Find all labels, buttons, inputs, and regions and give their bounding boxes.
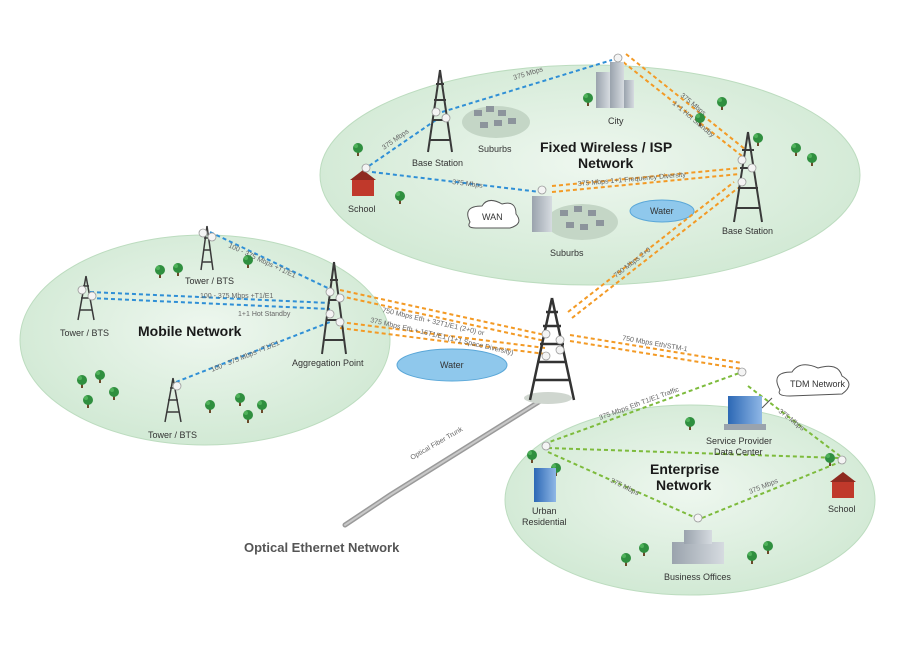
link-school-to-suburbs [371, 171, 541, 193]
water-right [629, 199, 695, 223]
aggregation-point-tower [321, 261, 347, 355]
label-tower-bts-bottom: Tower / BTS [148, 430, 197, 440]
link-label-l3: 375 Mbps [452, 179, 484, 190]
label-tdm-network: TDM Network [790, 379, 846, 389]
label-water-right: Water [650, 206, 674, 216]
label-tower-bts-left: Tower / BTS [60, 328, 109, 338]
link-base-to-school [365, 119, 437, 169]
title-fixed-line1: Fixed Wireless / ISP [540, 139, 672, 155]
base-station-left-tower [427, 69, 453, 153]
label-urban-line1: Urban [532, 506, 557, 516]
label-urban-line2: Residential [522, 517, 567, 527]
label-sp-line1: Service Provider [706, 436, 772, 446]
blue-links [89, 59, 613, 383]
tower-bts-top [198, 225, 217, 271]
title-enterprise-line1: Enterprise [650, 461, 719, 477]
enterprise-network-island [504, 404, 876, 596]
suburbs-building [532, 185, 552, 232]
label-water-left: Water [440, 360, 464, 370]
title-mobile-network: Mobile Network [138, 323, 242, 339]
label-school-top: School [348, 204, 376, 214]
urban-residential-building [534, 441, 556, 502]
network-titles: Mobile Network Fixed Wireless / ISP Netw… [138, 139, 719, 555]
tdm-network-cloud [761, 364, 850, 409]
label-wan: WAN [482, 212, 503, 222]
tower-bts-bottom [164, 377, 182, 423]
label-suburbs-top: Suburbs [478, 144, 512, 154]
label-city: City [608, 116, 624, 126]
water-left [396, 348, 508, 382]
school-top-building [350, 163, 376, 196]
city-buildings [596, 53, 634, 108]
suburbs-top-houses [462, 106, 530, 138]
link-base-to-city [441, 59, 613, 113]
label-business-offices: Business Offices [664, 572, 731, 582]
link-label-l11: 750 Mbps Eth/STM-1 [622, 335, 688, 353]
label-tower-bts-top: Tower / BTS [185, 276, 234, 286]
suburbs-bottom-houses [546, 204, 618, 240]
label-aggregation-point: Aggregation Point [292, 358, 364, 368]
link-label-l8b: 1+1 Hot Standby [238, 311, 291, 318]
link-label-l8a: 100 - 375 Mbps +T1/E1 [200, 293, 273, 300]
school-right-building [830, 455, 856, 498]
orange-links [339, 53, 747, 370]
label-base-station-left: Base Station [412, 158, 463, 168]
business-offices-building [672, 513, 724, 564]
link-tower-left-to-agg-a [89, 291, 331, 304]
link-tower-top-to-agg [209, 231, 333, 291]
fixed-wireless-island [319, 64, 861, 286]
label-school-right: School [828, 504, 856, 514]
central-hub-tower [524, 297, 576, 404]
tower-bts-left [77, 275, 97, 321]
title-fixed-line2: Network [578, 155, 633, 171]
sp-data-center-building [724, 367, 766, 430]
node-labels: Tower / BTS Tower / BTS Tower / BTS Aggr… [60, 116, 856, 582]
label-base-station-right: Base Station [722, 226, 773, 236]
title-enterprise-line2: Network [656, 477, 711, 493]
green-links [543, 371, 841, 519]
title-optical-ethernet: Optical Ethernet Network [244, 540, 400, 555]
label-sp-line2: Data Center [714, 447, 763, 457]
base-station-right-tower [733, 131, 763, 223]
link-tower-left-to-agg-b [89, 297, 331, 310]
wan-cloud [467, 200, 520, 229]
label-suburbs-bottom: Suburbs [550, 248, 584, 258]
